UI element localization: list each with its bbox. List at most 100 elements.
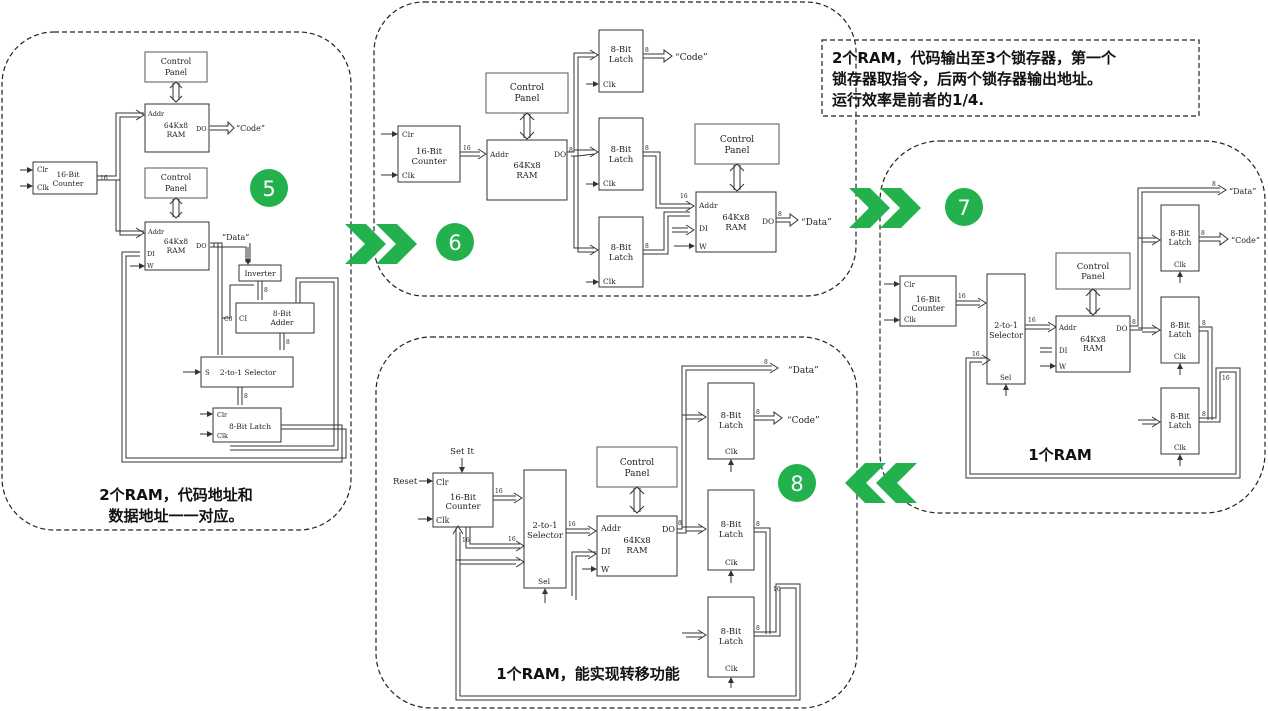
svg-text:W: W [699,242,707,251]
svg-text:16: 16 [462,537,470,544]
counter-16bit [432,472,494,528]
svg-text:DI: DI [699,224,708,233]
svg-text:Addr: Addr [489,150,509,159]
svg-text:Clr: Clr [37,166,49,174]
step-badge-7: 7 [945,188,983,226]
svg-text:Latch: Latch [1169,330,1192,339]
svg-text:Latch: Latch [609,155,634,165]
svg-text:Panel: Panel [724,146,749,156]
svg-text:Counter: Counter [411,157,447,167]
svg-text:RAM: RAM [516,171,538,181]
svg-text:Panel: Panel [514,94,539,104]
svg-text:64Kx8: 64Kx8 [623,536,650,546]
svg-text:“Data”: “Data” [788,365,819,376]
svg-text:Selector: Selector [989,331,1023,340]
svg-text:Clk: Clk [725,447,738,456]
svg-text:8-Bit: 8-Bit [611,243,632,253]
control-panel [485,72,569,114]
step-badge-8: 8 [778,464,816,502]
svg-text:DI: DI [601,547,611,556]
svg-text:16: 16 [972,351,980,358]
svg-text:Clk: Clk [436,516,450,525]
svg-text:16: 16 [680,193,688,200]
svg-text:16: 16 [958,293,966,300]
svg-text:Clk: Clk [603,179,616,188]
svg-text:Addr: Addr [600,524,621,533]
ram [1055,315,1131,373]
svg-text:Clr: Clr [436,478,449,487]
svg-text:8: 8 [286,339,290,346]
ram-1 [486,139,568,201]
svg-text:8-Bit: 8-Bit [721,411,742,421]
svg-text:1个RAM: 1个RAM [1028,446,1092,464]
svg-text:16: 16 [463,145,471,152]
latch-8bit-3 [1160,387,1200,455]
svg-text:Clk: Clk [37,184,50,192]
svg-text:16: 16 [100,175,108,182]
svg-text:Control: Control [510,83,544,93]
chevron-left-icon [845,463,917,503]
svg-text:Latch: Latch [719,421,744,431]
ram-code [144,103,210,153]
svg-text:8: 8 [645,145,649,152]
svg-text:8-Bit: 8-Bit [1170,321,1190,330]
panel6-frame [373,1,857,297]
svg-text:C0: C0 [224,316,233,323]
svg-text:“Data”: “Data” [222,233,249,242]
svg-text:S: S [205,369,210,377]
svg-text:8: 8 [264,287,268,294]
svg-text:数据地址一一对应。: 数据地址一一对应。 [108,507,243,525]
svg-text:Addr: Addr [1058,324,1077,332]
svg-text:DO: DO [1116,325,1128,333]
svg-text:RAM: RAM [725,223,747,233]
svg-text:W: W [601,565,610,574]
svg-text:Addr: Addr [147,110,165,118]
svg-text:2-to-1 Selector: 2-to-1 Selector [220,368,277,377]
control-panel [144,167,208,199]
svg-text:W: W [1059,363,1067,371]
svg-text:8: 8 [1212,181,1216,188]
inverter [238,264,282,282]
svg-text:Panel: Panel [165,68,188,77]
svg-text:Addr: Addr [698,201,718,210]
svg-text:16-Bit: 16-Bit [416,147,443,157]
selector-2to1 [200,356,294,388]
svg-text:2个RAM，代码地址和: 2个RAM，代码地址和 [99,486,253,504]
svg-text:Clr: Clr [217,411,228,419]
svg-text:64Kx8: 64Kx8 [164,121,188,130]
ram [596,515,678,577]
svg-text:16: 16 [1222,375,1230,382]
svg-text:Sel: Sel [1000,374,1012,382]
svg-text:8-Bit: 8-Bit [273,309,291,318]
latch-8bit-1 [598,29,644,93]
svg-text:DO: DO [554,150,566,159]
svg-text:6: 6 [448,231,461,255]
svg-text:Latch: Latch [609,55,634,65]
svg-text:2个RAM，代码输出至3个锁存器，第一个: 2个RAM，代码输出至3个锁存器，第一个 [832,49,1117,67]
svg-text:DO: DO [662,525,675,534]
svg-text:8: 8 [790,472,803,496]
svg-text:8: 8 [645,243,649,250]
svg-text:DO: DO [196,242,207,250]
svg-text:8-Bit: 8-Bit [1170,412,1190,421]
svg-text:DI: DI [147,250,155,258]
svg-text:Latch: Latch [1169,421,1192,430]
adder-8bit [235,302,315,334]
panel8-frame [375,336,858,709]
latch-8bit-1 [707,382,755,460]
svg-text:“Data”: “Data” [1229,187,1256,196]
svg-text:RAM: RAM [167,130,186,139]
panel5-circuit: Control Panel Control Panel Clr Clk 16-B… [20,51,347,525]
svg-text:8: 8 [645,47,649,54]
control-panel [596,446,678,488]
svg-text:RAM: RAM [626,546,648,556]
svg-text:8: 8 [1202,320,1206,327]
note-text: 2个RAM，代码输出至3个锁存器，第一个 锁存器取指令，后两个锁存器输出地址。 … [832,49,1117,109]
control-panel [694,123,780,165]
svg-text:Panel: Panel [1081,272,1105,282]
svg-text:Adder: Adder [269,318,293,327]
svg-text:Counter: Counter [445,502,481,512]
svg-text:Control: Control [1077,262,1110,272]
svg-text:Selector: Selector [527,531,564,541]
svg-text:Control: Control [161,57,192,66]
